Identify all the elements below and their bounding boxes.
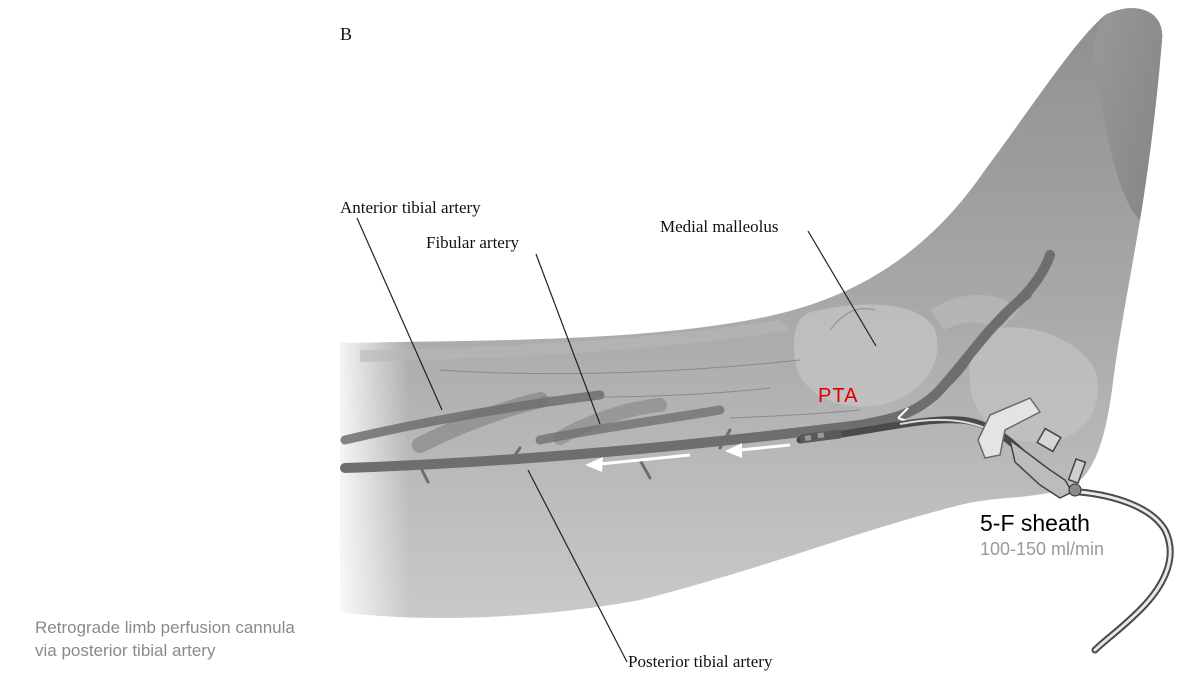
caption-line-2: via posterior tibial artery [35,641,216,660]
flow-arrows [585,407,911,472]
medial-malleolus-shape [793,304,938,407]
sheath-label: 5-F sheath [980,510,1090,536]
medial-malleolus-label: Medial malleolus [660,217,779,236]
pta-label: PTA [818,385,859,407]
leader-fibular [535,253,601,425]
leg-silhouette [340,8,1163,619]
caption-line-1: Retrograde limb perfusion cannula [35,618,295,637]
anterior-tibial-artery-label: Anterior tibial artery [340,198,481,217]
fibular-artery-label: Fibular artery [426,233,519,252]
sheath-valve [1008,438,1074,499]
leader-medial-malleolus [807,230,877,347]
panel-letter: B [340,24,353,44]
fibular-vessel [535,405,725,445]
leader-lines [356,217,877,663]
leader-posterior-tibial [527,469,628,663]
sheath-hub-wings [977,397,1042,459]
posterior-tibial-artery-label: Posterior tibial artery [628,652,773,671]
sheath-cannula [796,397,1174,654]
anterior-tibial-vessel [340,390,605,445]
flow-rate-label: 100-150 ml/min [980,539,1105,559]
leader-anterior-tibial [356,217,443,411]
